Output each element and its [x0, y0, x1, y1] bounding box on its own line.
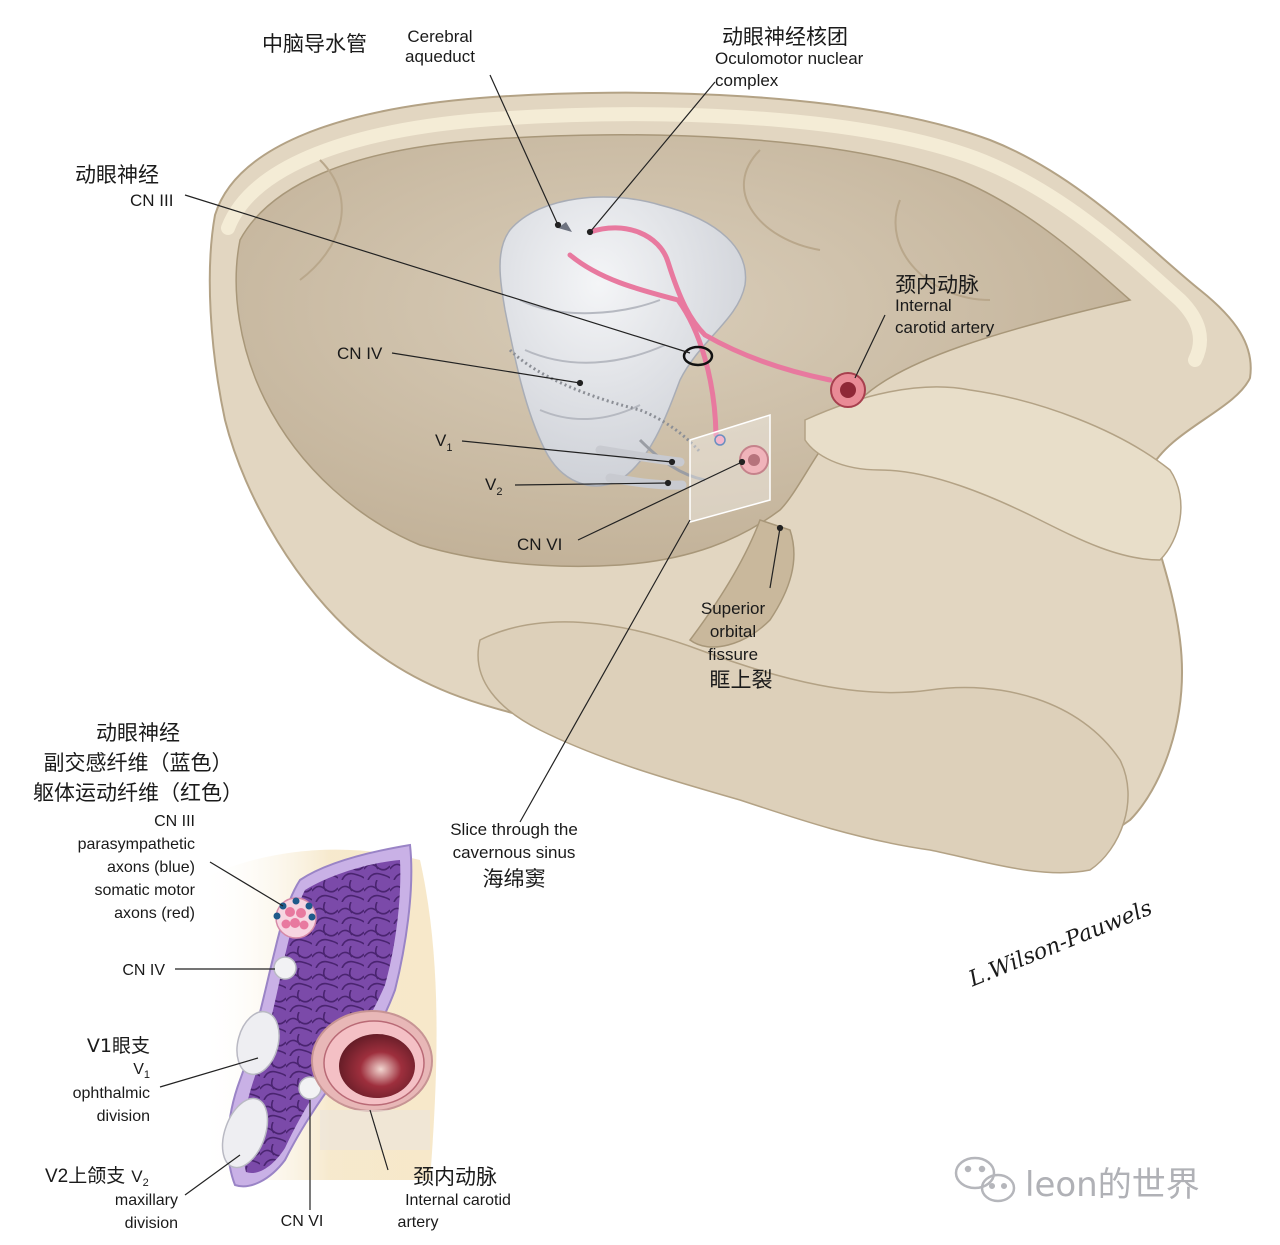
- label-v2: V2: [485, 475, 502, 498]
- label-cn4: CN IV: [337, 344, 383, 363]
- fossa-ridge-2: [742, 149, 821, 251]
- label-sof-en-2: orbital: [710, 622, 756, 641]
- label-sof-en-1: Superior: [701, 599, 766, 618]
- superior-orbital-fissure: [688, 519, 795, 648]
- inset-v2-en-2: division: [125, 1215, 178, 1232]
- inset-leader-lines: [159, 861, 389, 1210]
- fossa-ridge-1: [299, 159, 343, 281]
- inset-v2-en-1: maxillary: [115, 1192, 178, 1209]
- inset-cn3-en-1: CN III: [154, 813, 195, 830]
- label-cn6: CN VI: [517, 535, 562, 554]
- inset-cavernous-sinus: [200, 843, 437, 1188]
- inset-v1-zh: V1眼支: [87, 1035, 150, 1057]
- inset-cn3-en-3: axons (blue): [107, 859, 195, 876]
- inset-cn6-label: CN VI: [281, 1213, 324, 1230]
- label-v1-sub: 1: [446, 442, 452, 454]
- inset-title-zh-1: 动眼神经: [96, 721, 180, 745]
- sphenoid-wing: [804, 386, 1182, 561]
- fossa-ridge-3: [894, 199, 991, 301]
- brainstem-fold-2: [524, 344, 666, 364]
- label-ica-zh: 颈内动脉: [895, 273, 979, 297]
- label-sof-zh: 眶上裂: [710, 668, 773, 692]
- label-ica-en-1: Internal: [895, 296, 952, 315]
- cn4-nerve: [508, 348, 702, 453]
- brainstem: [499, 196, 747, 487]
- label-v2-letter: V: [485, 475, 497, 494]
- label-cerebral-aqueduct-en-2: aqueduct: [405, 47, 475, 66]
- inset-v1-sub: 1: [144, 1069, 150, 1081]
- inset-cn3-en-4: somatic motor: [95, 882, 196, 899]
- label-slice-en-1: Slice through the: [450, 820, 578, 839]
- label-cerebral-aqueduct-en-1: Cerebral: [407, 27, 472, 46]
- inset-ica-en-1: Internal carotid: [405, 1192, 511, 1209]
- inset-v2-sub: 2: [143, 1177, 149, 1189]
- inset-v2-letter: V: [131, 1167, 143, 1186]
- internal-carotid-artery: [739, 372, 866, 475]
- inset-cn3-en-2: parasympathetic: [78, 836, 195, 853]
- label-cn3-zh: 动眼神经: [75, 163, 159, 187]
- label-v2-sub: 2: [496, 486, 502, 498]
- label-v1-letter: V: [435, 431, 447, 450]
- cn6-nerve: [638, 438, 706, 482]
- wechat-icon: [954, 1156, 1016, 1203]
- inset-title-zh-3: 躯体运动纤维（红色）: [33, 781, 243, 805]
- inset-v2: [221, 1097, 269, 1169]
- label-oculomotor-complex-en-2: complex: [715, 71, 779, 90]
- cerebral-aqueduct: [558, 222, 572, 232]
- skull-inner-rim: [221, 107, 1207, 367]
- inset-bone-texture: [320, 1110, 430, 1150]
- cn3-nerve-descending: [567, 252, 719, 438]
- label-cerebral-aqueduct-zh: 中脑导水管: [262, 32, 367, 56]
- inset-v1-en-2: division: [97, 1108, 150, 1125]
- label-ica-en-2: carotid artery: [895, 318, 995, 337]
- artist-signature: L.Wilson-Pauwels: [964, 896, 1155, 993]
- inset-v2-line: V2上颌支 V2: [45, 1165, 149, 1189]
- watermark-text: leon的世界: [1025, 1165, 1200, 1205]
- brainstem-fold-3: [539, 404, 641, 420]
- leader-lines: [184, 74, 886, 823]
- inset-v1-letter: V: [133, 1061, 144, 1078]
- slice-cn3-dot: [714, 434, 726, 446]
- label-slice-en-2: cavernous sinus: [453, 843, 576, 862]
- inset-ica-zh: 颈内动脉: [413, 1165, 497, 1189]
- inset-v1: [236, 1010, 280, 1076]
- label-oculomotor-complex-zh: 动眼神经核团: [722, 25, 848, 49]
- inset-cn3-cluster: [273, 897, 317, 939]
- inset-cn4: [273, 956, 297, 980]
- slice-plane: [689, 413, 771, 523]
- brainstem-fold-1: [519, 299, 661, 315]
- label-v1: V1: [435, 431, 452, 454]
- ica-upper-lumen: [840, 382, 856, 398]
- watermark: leon的世界: [954, 1156, 1200, 1205]
- ica-lower-lumen: [748, 454, 760, 466]
- inset-v2-zh: V2上颌支: [45, 1165, 125, 1187]
- label-oculomotor-complex-en-1: Oculomotor nuclear: [715, 49, 864, 68]
- label-sof-en-3: fissure: [708, 645, 758, 664]
- inset-v1-sym: V1: [133, 1061, 150, 1081]
- inset-ica-en-2: artery: [398, 1214, 439, 1231]
- orbit-region: [477, 621, 1129, 874]
- cn3-marker-ring: [682, 345, 714, 367]
- inset-title-zh-2: 副交感纤维（蓝色）: [44, 751, 233, 775]
- inset-labels: 动眼神经 副交感纤维（蓝色） 躯体运动纤维（红色） CN III parasym…: [33, 721, 511, 1232]
- inset-v1-en-1: ophthalmic: [73, 1085, 150, 1102]
- inset-ica: [311, 1010, 433, 1112]
- midbrain: [499, 196, 747, 487]
- inset-sinus-network: [242, 860, 401, 1173]
- inset-cn4-label: CN IV: [122, 962, 165, 979]
- inset-cn3-en-5: axons (red): [114, 905, 195, 922]
- label-slice-zh: 海绵窦: [483, 867, 546, 891]
- label-cn3-en: CN III: [130, 191, 173, 210]
